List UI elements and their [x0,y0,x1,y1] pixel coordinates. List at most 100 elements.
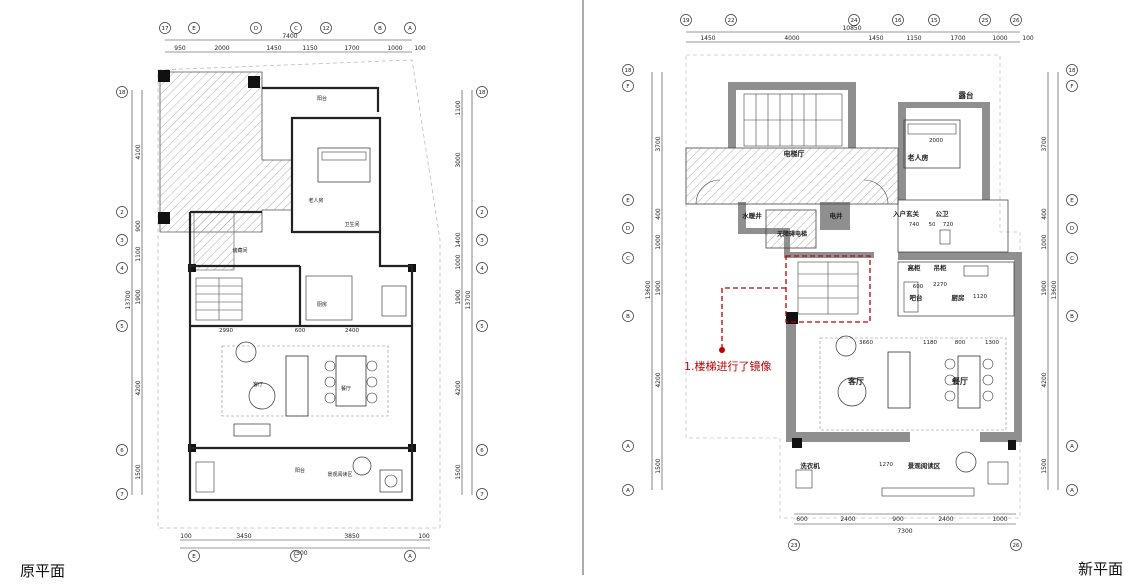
old-dim-total-top: 7400 [282,33,297,40]
new-sofa [887,351,911,409]
new-axis-left: 18 [625,68,632,74]
old-sofa [285,355,309,417]
new-axis-bottom: 23 [791,543,798,549]
new-dim-top: 1150 [906,35,921,42]
old-site-outline [157,59,441,529]
new-dim-bottom: 2400 [840,516,855,523]
old-dim-left: 1500 [135,464,142,479]
new-axis-top-circle [928,14,940,26]
old-axis-top: B [378,26,382,32]
old-dim-bottom: 100 [418,533,430,540]
old-axis-right-circle [476,234,488,246]
old-room-label: 阳台 [295,467,305,474]
old-dim-top: 1000 [387,45,402,52]
annotation-text: 1.楼梯进行了镜像 [684,359,772,373]
old-dining-table [335,355,367,407]
old-axis-right-circle [476,262,488,274]
new-room-label: 吊柜 [934,263,948,272]
new-axis-top-circle [725,14,737,26]
old-wall-upper [262,86,380,112]
old-axis-top: A [408,26,412,32]
old-room-label: 客厅 [253,381,263,388]
new-axis-top: 26 [1013,18,1020,24]
old-axis-left-circle [116,320,128,332]
new-room-label: 老人房 [907,153,929,162]
new-axis-top-circle [680,14,692,26]
new-axis-top-circle [979,14,991,26]
new-bedroom-bed [903,119,961,169]
old-dim-bottom: 3450 [236,533,251,540]
new-dark-walls [786,312,1016,450]
new-axis-right: A [1070,444,1074,450]
old-dim-right: 3000 [455,152,462,167]
new-kitchen [897,261,1015,317]
old-bed-pillow [321,151,367,161]
old-axis-right: 7 [480,492,484,498]
new-upper-stair [743,93,843,147]
new-axis-top-circle [848,14,860,26]
old-wall-inner [190,264,412,328]
old-room-label: 卫生间 [344,221,359,228]
new-axis-right-circle [1066,440,1078,452]
old-axis-left-circle [116,488,128,500]
new-room-label: 洗衣机 [800,461,820,470]
old-room-label: 餐厅 [341,385,351,392]
old-axis-top-circle [250,22,262,34]
new-site-outline [685,54,1021,519]
old-dim-left-total: 13700 [125,290,132,309]
new-dim-right: 4200 [1041,372,1048,387]
new-axis-left: F [626,84,629,90]
old-dim-right-total: 13700 [465,290,472,309]
old-axis-top: 12 [323,26,330,32]
new-axis-left-circle [622,80,634,92]
new-axis-right: E [1070,198,1074,204]
new-door-arc [863,179,889,205]
new-dim-bottom: 900 [892,516,904,523]
new-room-label: 景观阅读区 [908,461,941,470]
new-axis-right-circle [1066,80,1078,92]
new-axis-left: A [626,488,630,494]
new-axis-top: 15 [931,18,938,24]
new-axis-left: C [626,256,630,262]
new-walls [728,82,1022,442]
new-dim-bottom: 1000 [992,516,1007,523]
old-tv-cabinet [233,423,271,437]
old-axis-top: E [192,26,196,32]
new-axis-right: C [1070,256,1074,262]
old-axis-right-circle [476,206,488,218]
old-axis-left-circle [116,262,128,274]
old-dim-top: 1450 [266,45,281,52]
old-dim-left: 900 [135,220,142,232]
old-kitchen-island [381,285,407,317]
new-room-dim: 2270 [933,282,947,288]
new-axis-left: B [626,314,630,320]
old-axis-bottom: E [192,554,196,560]
old-column [188,264,196,272]
old-axis-left: 4 [120,266,124,272]
new-dim-right: 3700 [1041,136,1048,151]
old-axis-left-circle [116,86,128,98]
old-dim-left: 4100 [135,144,142,159]
new-dim-top: 1450 [700,35,715,42]
old-axis-top-circle [159,22,171,34]
new-elevator-shaft [765,209,817,249]
old-axis-right: 6 [480,448,484,454]
new-axis-left-circle [622,194,634,206]
new-elevator-hall [685,147,899,205]
new-dim-left: 3700 [655,136,662,151]
new-dim-top: 100 [1022,35,1034,42]
new-dim-right: 1900 [1041,280,1048,295]
new-dim-top: 1000 [992,35,1007,42]
new-axis-right-circle [1066,310,1078,322]
new-dim-bottom: 2400 [938,516,953,523]
new-table-dim: 3660 [859,340,873,346]
old-washer-drum [384,474,398,488]
new-axis-right: F [1070,84,1073,90]
old-dim-right: 1900 [455,289,462,304]
new-room-dim: 740 [909,222,920,228]
old-axis-left-circle [116,234,128,246]
old-cabinet [195,461,215,493]
new-axis-right: B [1070,314,1074,320]
